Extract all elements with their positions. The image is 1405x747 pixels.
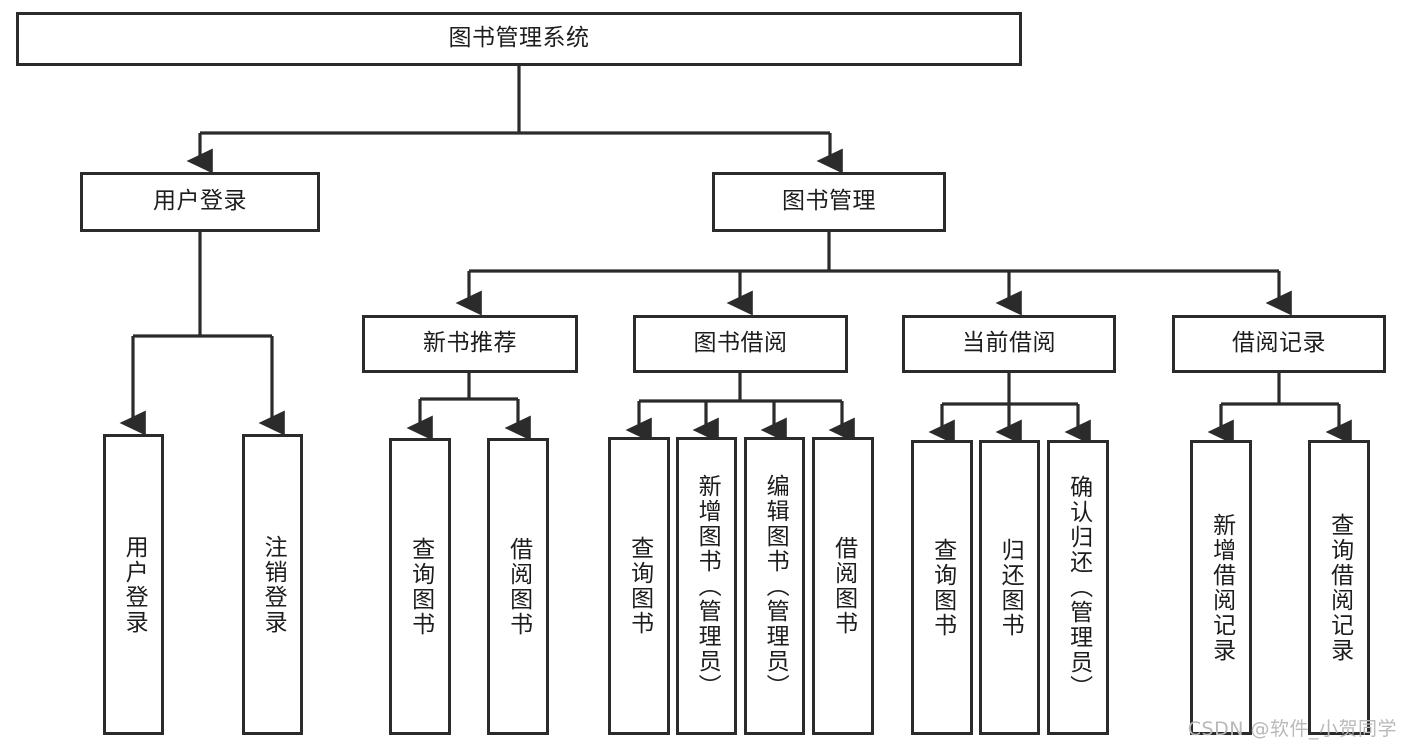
node-leaf-borrow-book-1[interactable]: 借阅图书 (487, 438, 549, 735)
node-leaf-return-book-label: 归还图书 (997, 537, 1024, 638)
node-new-book-recommend-label: 新书推荐 (423, 330, 517, 357)
node-leaf-query-book-1[interactable]: 查询图书 (389, 438, 451, 735)
node-leaf-add-book[interactable]: 新增图书（管理员） (676, 437, 737, 735)
node-leaf-query-record-label: 查询借阅记录 (1326, 512, 1353, 663)
node-leaf-user-login-label: 用户登录 (121, 534, 148, 635)
node-leaf-borrow-book-2-label: 借阅图书 (830, 536, 857, 636)
node-leaf-add-book-label: 新增图书（管理员） (694, 473, 721, 699)
node-leaf-query-book-3-label: 查询图书 (929, 537, 956, 638)
node-leaf-query-book-2-label: 查询图书 (626, 536, 653, 636)
node-user-login[interactable]: 用户登录 (80, 172, 320, 232)
node-book-borrow-label: 图书借阅 (693, 330, 788, 357)
node-current-borrow-label: 当前借阅 (962, 330, 1056, 357)
node-current-borrow[interactable]: 当前借阅 (902, 315, 1116, 373)
node-book-management[interactable]: 图书管理 (712, 172, 946, 232)
node-leaf-user-logout[interactable]: 注销登录 (242, 434, 303, 735)
node-user-login-label: 用户登录 (153, 188, 247, 215)
node-leaf-query-book-3[interactable]: 查询图书 (911, 440, 973, 735)
node-borrow-record-label: 借阅记录 (1232, 330, 1326, 357)
node-book-management-label: 图书管理 (782, 188, 876, 215)
node-leaf-query-record[interactable]: 查询借阅记录 (1308, 440, 1370, 735)
node-root-label: 图书管理系统 (448, 25, 590, 52)
node-new-book-recommend[interactable]: 新书推荐 (362, 315, 578, 373)
node-leaf-borrow-book-1-label: 借阅图书 (505, 536, 532, 637)
node-leaf-edit-book[interactable]: 编辑图书（管理员） (744, 437, 805, 735)
node-leaf-edit-book-label: 编辑图书（管理员） (762, 473, 789, 699)
node-leaf-user-login[interactable]: 用户登录 (103, 434, 164, 735)
node-leaf-confirm-return[interactable]: 确认归还（管理员） (1047, 440, 1109, 735)
node-leaf-add-record-label: 新增借阅记录 (1208, 512, 1235, 663)
node-leaf-query-book-2[interactable]: 查询图书 (608, 437, 670, 735)
node-root[interactable]: 图书管理系统 (16, 12, 1022, 66)
node-leaf-return-book[interactable]: 归还图书 (979, 440, 1040, 735)
node-leaf-add-record[interactable]: 新增借阅记录 (1190, 440, 1252, 735)
csdn-watermark: CSDN @软件_小贺同学 (1187, 718, 1397, 740)
node-book-borrow[interactable]: 图书借阅 (633, 315, 848, 373)
node-leaf-user-logout-label: 注销登录 (260, 534, 287, 635)
node-leaf-query-book-1-label: 查询图书 (407, 536, 434, 637)
node-borrow-record[interactable]: 借阅记录 (1172, 315, 1386, 373)
node-leaf-borrow-book-2[interactable]: 借阅图书 (812, 437, 874, 735)
node-leaf-confirm-return-label: 确认归还（管理员） (1065, 475, 1092, 700)
